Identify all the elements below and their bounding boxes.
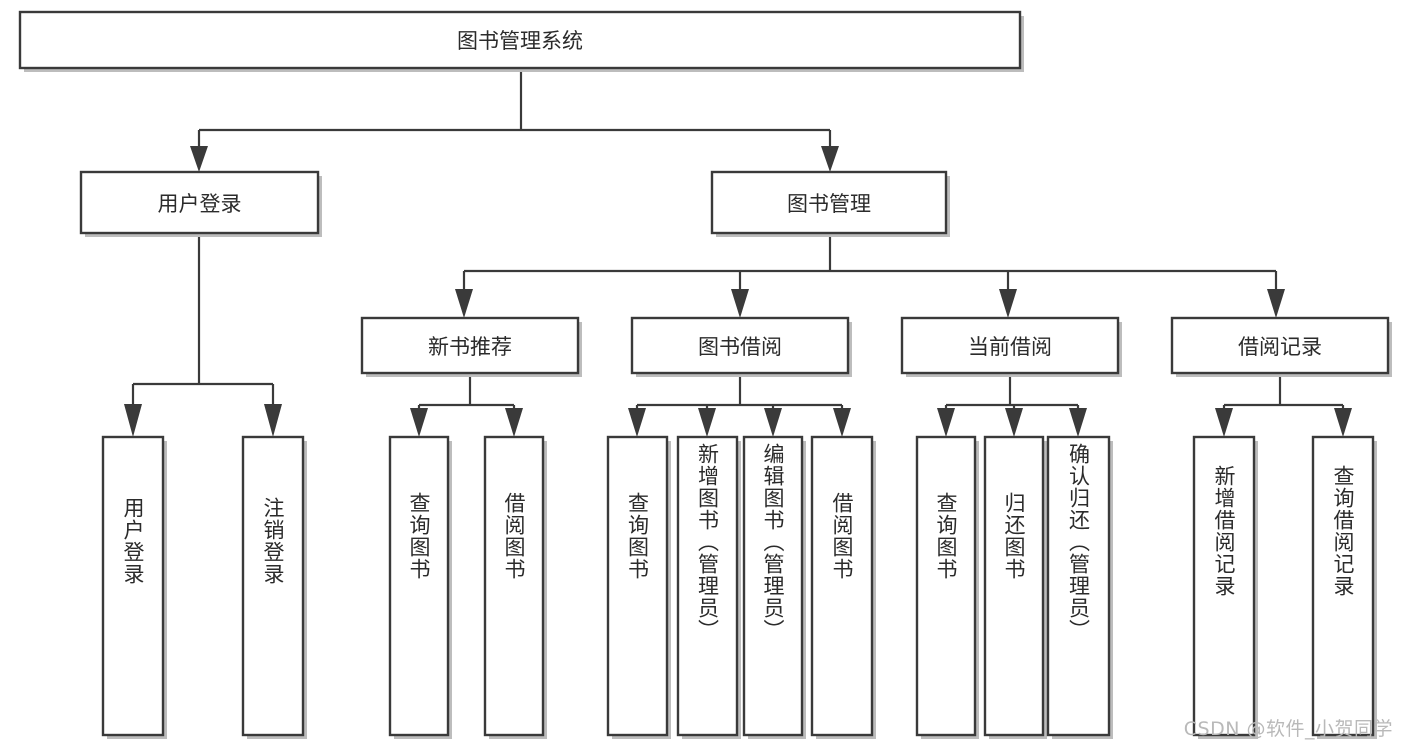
node-user-login-box[interactable] [79, 170, 320, 235]
arrow-head-leaf-borrow-book-2 [833, 408, 851, 437]
arrow-head-current-borrow [999, 289, 1017, 318]
node-leaf-confirm-return-box[interactable] [1046, 435, 1111, 737]
arrow-head-book-manage [821, 146, 839, 172]
arrow-head-user-login [190, 146, 208, 172]
node-root-box[interactable] [18, 10, 1022, 70]
arrow-head-leaf-edit-book [764, 408, 782, 437]
arrow-head-leaf-return-book [1005, 408, 1023, 437]
arrow-head-leaf-query-record [1334, 408, 1352, 437]
node-new-book-recommend-box[interactable] [360, 316, 580, 375]
node-borrow-record-box[interactable] [1170, 316, 1390, 375]
arrow-head-new-book-recommend [455, 289, 473, 318]
box-layer [18, 10, 1390, 737]
node-current-borrow-box[interactable] [900, 316, 1120, 375]
node-leaf-add-record-box[interactable] [1192, 435, 1256, 737]
node-leaf-borrow-book-2-box[interactable] [810, 435, 874, 737]
node-book-borrow-box[interactable] [630, 316, 850, 375]
node-leaf-user-logout-box[interactable] [241, 435, 305, 737]
connector-layer [124, 68, 1352, 437]
arrow-head-leaf-query-book-2 [628, 408, 646, 437]
node-leaf-query-book-2-box[interactable] [606, 435, 669, 737]
arrow-head-leaf-user-logout [264, 404, 282, 437]
node-leaf-query-record-box[interactable] [1311, 435, 1375, 737]
arrow-head-leaf-query-book-1 [410, 408, 428, 437]
node-leaf-add-book-box[interactable] [676, 435, 739, 737]
arrow-head-leaf-confirm-return [1069, 408, 1087, 437]
csdn-watermark: CSDN @软件_小贺同学 [1183, 718, 1393, 740]
arrow-head-leaf-add-record [1215, 408, 1233, 437]
node-leaf-return-book-box[interactable] [983, 435, 1045, 737]
node-leaf-query-book-1-box[interactable] [388, 435, 450, 737]
arrow-head-leaf-user-login [124, 404, 142, 437]
node-leaf-user-login-box[interactable] [101, 435, 165, 737]
arrow-head-book-borrow [731, 289, 749, 318]
arrow-head-borrow-record [1267, 289, 1285, 318]
arrow-head-leaf-add-book [698, 408, 716, 437]
arrow-head-leaf-borrow-book-1 [505, 408, 523, 437]
node-leaf-borrow-book-1-box[interactable] [483, 435, 545, 737]
node-book-manage-box[interactable] [710, 170, 948, 235]
node-leaf-edit-book-box[interactable] [742, 435, 804, 737]
arrow-head-leaf-query-book-3 [937, 408, 955, 437]
node-leaf-query-book-3-box[interactable] [915, 435, 977, 737]
